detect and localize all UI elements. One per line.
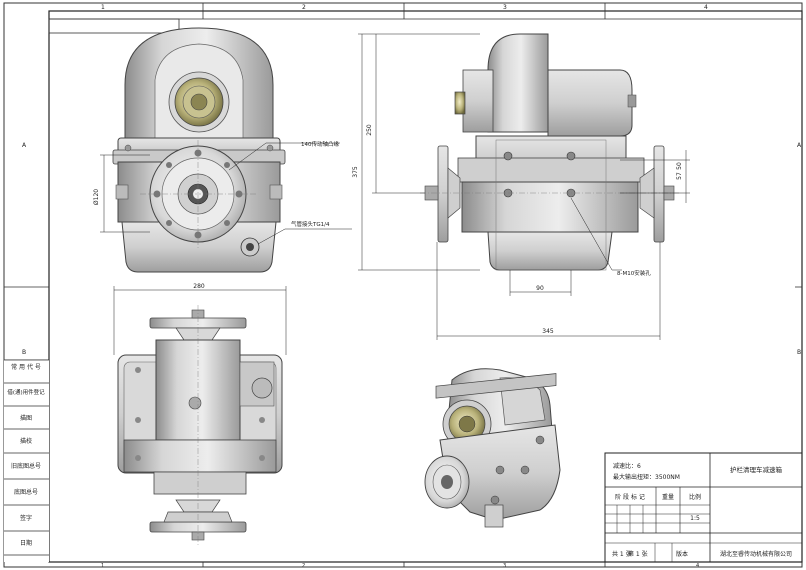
side-dimension-lines [358, 33, 690, 340]
col-number: 4 [704, 4, 708, 11]
col-number: 1 [101, 563, 104, 569]
header-ratio: 比例 [689, 493, 701, 501]
side-table-cell: 签字 [20, 514, 32, 522]
side-table-cell: 描校 [20, 437, 32, 445]
sheet-frame [3, 2, 803, 568]
dim-57: 57 [676, 172, 683, 180]
sheet-number: 第 1 张 [628, 550, 648, 558]
ratio-value: 1:5 [690, 515, 700, 522]
spec-ratio: 减速比：6 [613, 462, 641, 470]
row-letter: A [22, 142, 27, 149]
company-name: 湖北至睿传动机械有限公司 [720, 550, 792, 558]
col-number: 2 [302, 4, 306, 11]
sheet-total: 共 1 张 [612, 550, 632, 558]
col-number: 4 [696, 563, 699, 569]
dim-345: 345 [542, 328, 554, 335]
dim-375: 375 [352, 166, 359, 178]
dim-90: 90 [536, 285, 544, 292]
side-table-cell: 借(通)用件登记 [7, 388, 45, 396]
spec-torque: 最大输出扭矩：3500NM [613, 473, 680, 481]
dim-phi-120: Ø120 [93, 189, 100, 205]
col-number: 1 [101, 4, 105, 11]
row-letter: B [797, 349, 801, 356]
side-table-cell: 底图总号 [14, 488, 38, 496]
side-table-cell: 描图 [20, 414, 32, 422]
callout-bolt-holes: 8-M10安装孔 [617, 269, 651, 277]
col-number: 3 [503, 563, 506, 569]
front-dimension-lines [100, 142, 352, 245]
top-view [117, 305, 283, 545]
front-view [112, 27, 286, 273]
title-block [604, 452, 803, 563]
dim-280: 280 [193, 283, 205, 290]
row-letter: B [22, 349, 26, 356]
version-label: 版本 [676, 550, 688, 558]
col-number: 3 [503, 4, 507, 11]
dim-250: 250 [366, 124, 373, 136]
header-weight: 重量 [662, 493, 674, 501]
side-table-cell: 常 用 代 号 [11, 363, 41, 371]
top-dimension-lines [113, 286, 287, 355]
header-stage: 阶 段 标 记 [615, 493, 645, 501]
dim-50: 50 [676, 162, 683, 170]
product-name: 护栏清理车减速箱 [730, 465, 783, 474]
side-table-bg [4, 360, 49, 562]
row-letter: A [797, 142, 802, 149]
side-view [420, 33, 680, 271]
col-number: 2 [302, 563, 305, 569]
callout-flange: 140传动轴凸缘 [301, 140, 339, 148]
callout-air-fitting: 气管接头TG1/4 [291, 220, 330, 228]
isometric-view [424, 368, 561, 528]
side-table-cell: 日期 [20, 539, 32, 547]
side-table-cell: 旧底图总号 [11, 462, 41, 470]
